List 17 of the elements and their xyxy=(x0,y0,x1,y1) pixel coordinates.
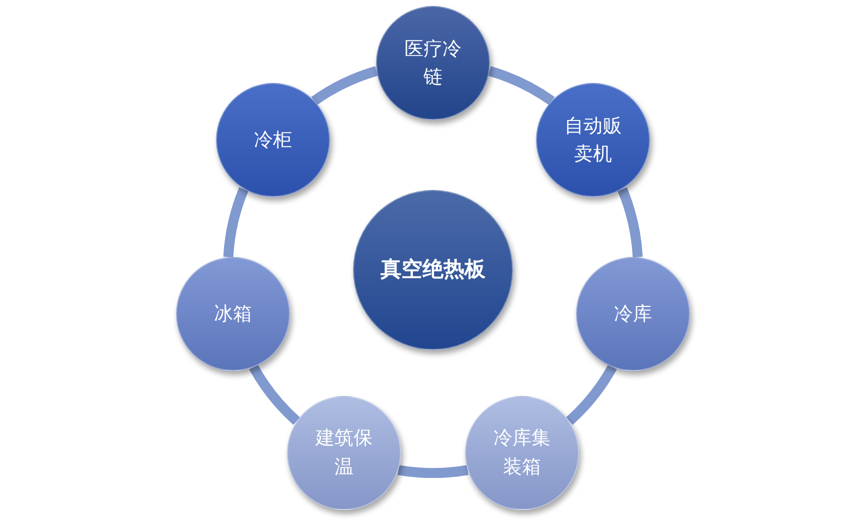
category-circle xyxy=(287,396,402,510)
circle-label: 冷库 xyxy=(612,302,653,327)
ring-segment xyxy=(618,187,643,258)
circle-label: 建筑保温 xyxy=(314,426,374,480)
ring-segment xyxy=(566,364,617,425)
circle-label: 冷柜 xyxy=(252,128,293,153)
circle-label: 真空绝热板 xyxy=(380,256,486,284)
ring-segment xyxy=(223,187,248,258)
circle-label: 自动贩卖机 xyxy=(564,114,623,168)
ring-segment xyxy=(311,66,378,106)
category-circle xyxy=(536,83,650,198)
circle-label: 冷库集装箱 xyxy=(492,426,552,480)
circle-label: 冰箱 xyxy=(213,302,254,327)
ring-segment xyxy=(488,66,555,106)
ring-segment xyxy=(398,465,468,478)
ring-segment xyxy=(249,364,300,425)
circle-label: 医疗冷链 xyxy=(404,36,462,90)
